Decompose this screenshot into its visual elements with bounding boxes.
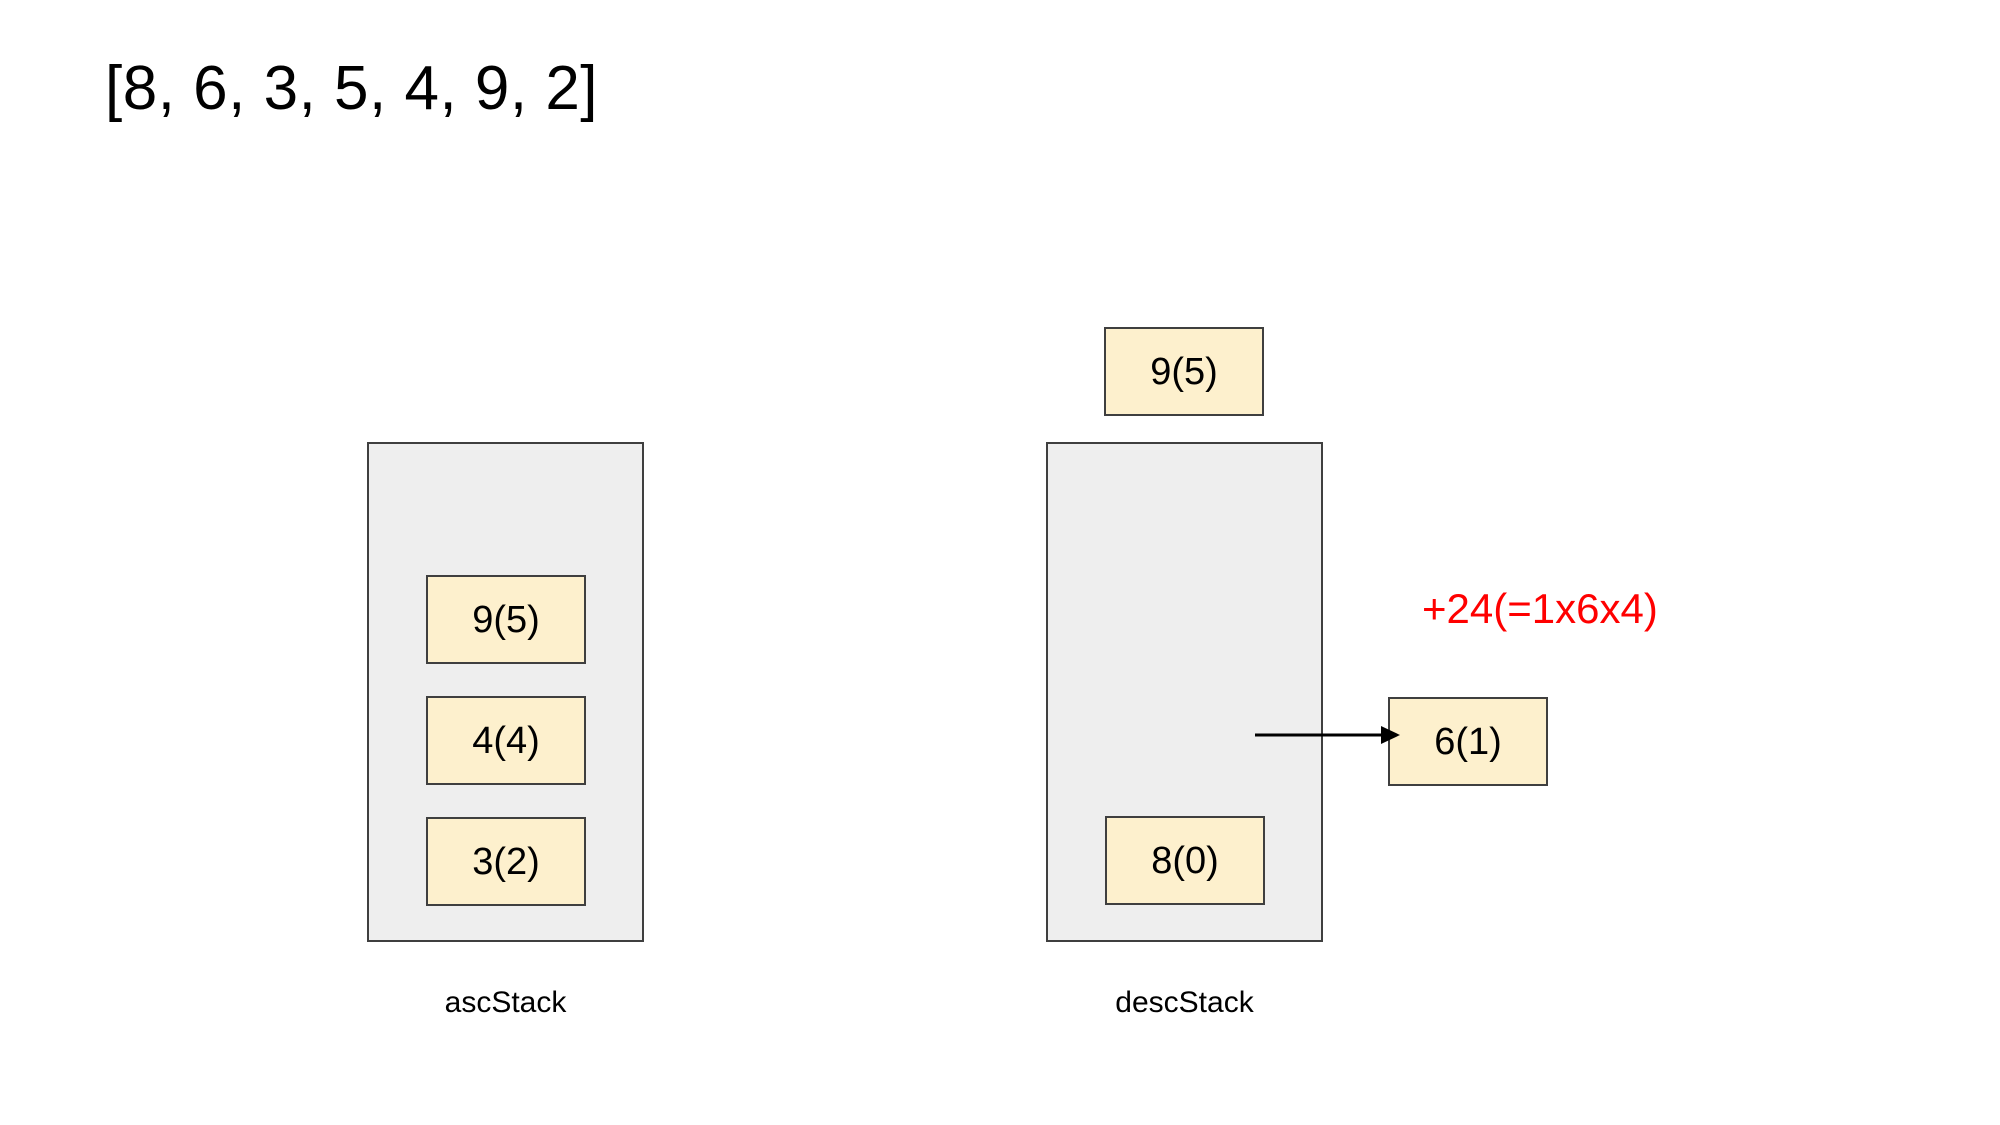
- desc-stack-cell-0: 8(0): [1105, 816, 1265, 905]
- asc-stack-cell-2: 3(2): [426, 817, 586, 906]
- desc-stack-incoming-cell: 9(5): [1104, 327, 1264, 416]
- pop-arrow-icon: [1255, 726, 1400, 744]
- asc-stack-cell-0: 9(5): [426, 575, 586, 664]
- desc-stack-popped-cell: 6(1): [1388, 697, 1548, 786]
- asc-stack-cell-1: 4(4): [426, 696, 586, 785]
- asc-stack-label: ascStack: [444, 986, 567, 1019]
- desc-stack-label: descStack: [1115, 986, 1254, 1019]
- score-annotation: +24(=1x6x4): [1422, 585, 1658, 632]
- page-title: [8, 6, 3, 5, 4, 9, 2]: [105, 54, 599, 123]
